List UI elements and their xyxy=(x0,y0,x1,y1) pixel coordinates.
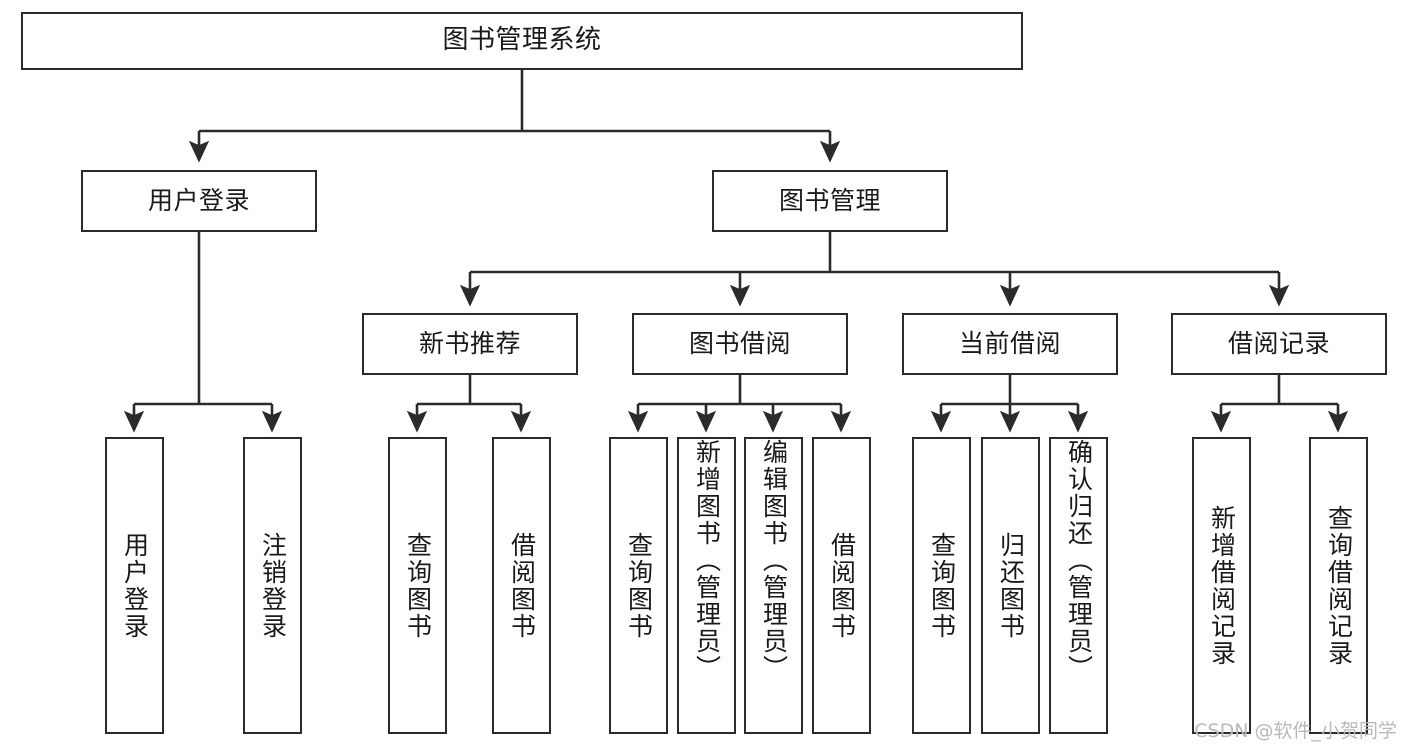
watermark-text: CSDN @软件_小贺同学 xyxy=(1194,720,1397,742)
node-label: 查询图书 xyxy=(403,531,433,640)
leaf-add-borrow-record[interactable]: 新增借阅记录 xyxy=(1192,437,1251,734)
node-label: 借阅记录 xyxy=(1227,328,1330,358)
node-label: 借阅图书 xyxy=(827,531,857,640)
node-book-management[interactable]: 图书管理 xyxy=(712,170,948,232)
node-label: 用户登录 xyxy=(147,185,250,215)
node-label: 查询借阅记录 xyxy=(1324,504,1354,667)
node-current-borrow[interactable]: 当前借阅 xyxy=(902,313,1118,375)
node-label: 图书管理系统 xyxy=(442,25,602,56)
leaf-query-book-borrow[interactable]: 查询图书 xyxy=(609,437,668,734)
leaf-query-book-recommend[interactable]: 查询图书 xyxy=(388,437,447,734)
node-label: 用户登录 xyxy=(120,531,150,640)
node-label: 新增图书（管理员） xyxy=(692,439,722,682)
node-label: 当前借阅 xyxy=(958,328,1061,358)
leaf-user-login[interactable]: 用户登录 xyxy=(105,437,164,734)
node-label: 图书管理 xyxy=(778,185,881,215)
node-label: 注销登录 xyxy=(258,531,288,640)
node-label: 查询图书 xyxy=(624,531,654,640)
node-label: 借阅图书 xyxy=(507,531,537,640)
node-label: 查询图书 xyxy=(927,531,957,640)
leaf-edit-book-admin[interactable]: 编辑图书（管理员） xyxy=(744,437,803,734)
node-label: 编辑图书（管理员） xyxy=(759,439,789,682)
node-label: 确认归还（管理员） xyxy=(1064,439,1094,682)
node-label: 归还图书 xyxy=(996,531,1026,640)
leaf-query-book-current[interactable]: 查询图书 xyxy=(912,437,971,734)
leaf-logout-login[interactable]: 注销登录 xyxy=(243,437,302,734)
node-root-system[interactable]: 图书管理系统 xyxy=(21,12,1023,70)
leaf-borrow-book-recommend[interactable]: 借阅图书 xyxy=(492,437,551,734)
leaf-borrow-book[interactable]: 借阅图书 xyxy=(812,437,871,734)
node-borrow-record[interactable]: 借阅记录 xyxy=(1171,313,1387,375)
node-user-login[interactable]: 用户登录 xyxy=(81,170,317,232)
leaf-return-book[interactable]: 归还图书 xyxy=(981,437,1040,734)
leaf-query-borrow-record[interactable]: 查询借阅记录 xyxy=(1309,437,1368,734)
leaf-add-book-admin[interactable]: 新增图书（管理员） xyxy=(677,437,736,734)
leaf-confirm-return-admin[interactable]: 确认归还（管理员） xyxy=(1049,437,1108,734)
node-label: 新书推荐 xyxy=(418,328,521,358)
node-book-borrow[interactable]: 图书借阅 xyxy=(632,313,848,375)
node-label: 图书借阅 xyxy=(688,328,791,358)
node-label: 新增借阅记录 xyxy=(1207,504,1237,667)
node-new-book-recommend[interactable]: 新书推荐 xyxy=(362,313,578,375)
